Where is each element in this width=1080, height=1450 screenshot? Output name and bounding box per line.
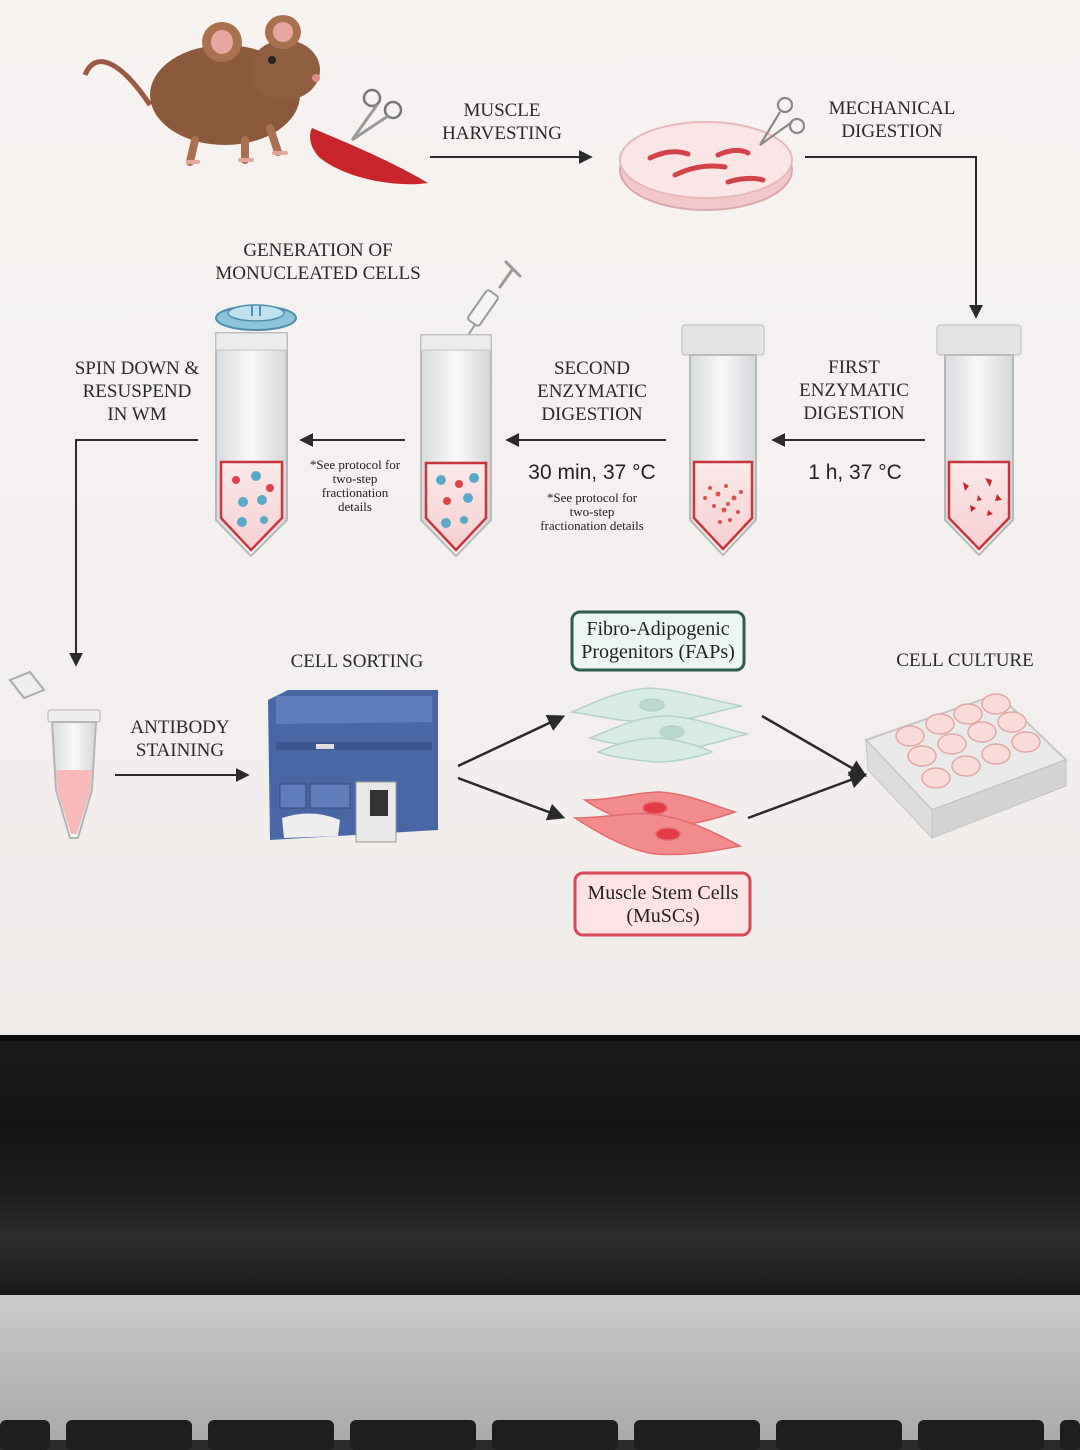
falcon-tube-icon <box>215 332 288 558</box>
second-digestion-label-2: ENZYMATIC <box>537 381 647 402</box>
eppendorf-tube-icon <box>8 670 101 839</box>
second-note-3: fractionation details <box>540 518 644 533</box>
second-note-2: two-step <box>570 504 615 519</box>
muscle-icon <box>310 128 428 185</box>
spin-down-label-1: SPIN DOWN & <box>75 358 200 379</box>
keyboard-key <box>1060 1420 1080 1450</box>
workflow-diagram: MUSCLE HARVESTING MECHANICAL DIGESTION F… <box>8 15 1068 937</box>
keyboard-key <box>208 1420 334 1450</box>
first-digestion-label-2: ENZYMATIC <box>799 380 909 401</box>
cell-sorter-icon <box>268 690 438 843</box>
left-note-2: two-step <box>333 471 378 486</box>
arrow-sorter-to-faps <box>457 715 566 768</box>
keyboard-key <box>918 1420 1044 1450</box>
cell-sorting-label: CELL SORTING <box>291 651 424 672</box>
generation-label-1: GENERATION OF <box>243 240 392 261</box>
arrow-dish-to-tube <box>805 156 983 319</box>
arrow-spin-to-eppendorf <box>69 439 198 667</box>
muscle-harvesting-label-2: HARVESTING <box>442 123 562 144</box>
left-note-1: *See protocol for <box>310 457 401 472</box>
keyboard-key <box>350 1420 476 1450</box>
mouse-icon <box>82 15 320 166</box>
muscs-label-2: (MuSCs) <box>626 905 699 927</box>
second-note-1: *See protocol for <box>547 490 638 505</box>
laptop-keyboard-deck <box>0 1295 1080 1440</box>
scissors-icon <box>350 88 403 142</box>
antibody-staining-label-2: STAINING <box>136 740 224 761</box>
faps-box <box>570 610 746 672</box>
left-note-3: fractionation <box>322 485 389 500</box>
monitor-screen: MUSCLE HARVESTING MECHANICAL DIGESTION F… <box>0 0 1080 1035</box>
cell-culture-label: CELL CULTURE <box>896 650 1033 671</box>
mechanical-digestion-label-1: MECHANICAL <box>829 98 956 119</box>
spin-down-label-2: RESUSPEND <box>83 381 192 402</box>
faps-label-1: Fibro-Adipogenic <box>586 618 729 640</box>
second-digestion-time: 30 min, 37 °C <box>528 461 655 484</box>
antibody-staining-label-1: ANTIBODY <box>130 717 229 738</box>
first-digestion-time: 1 h, 37 °C <box>808 461 902 484</box>
muscle-harvesting-label-1: MUSCLE <box>463 100 540 121</box>
falcon-tube-icon <box>420 334 492 558</box>
keyboard-key <box>492 1420 618 1450</box>
falcon-tube-icon <box>681 324 765 557</box>
musc-cells-icon <box>572 791 743 856</box>
filter-cap-icon <box>215 304 297 331</box>
mechanical-digestion-label-2: DIGESTION <box>841 121 943 142</box>
second-digestion-label-3: DIGESTION <box>541 404 643 425</box>
muscs-box <box>573 871 752 937</box>
faps-label-2: Progenitors (FAPs) <box>581 641 735 663</box>
fap-cells-icon <box>569 687 749 763</box>
keyboard-key <box>0 1420 50 1450</box>
keyboard-key <box>66 1420 192 1450</box>
well-plate-icon <box>864 692 1068 840</box>
monitor-bezel <box>0 1035 1080 1295</box>
keyboard-key <box>776 1420 902 1450</box>
generation-label-2: MONUCLEATED CELLS <box>215 263 420 284</box>
keyboard-key <box>634 1420 760 1450</box>
second-digestion-label-1: SECOND <box>554 358 630 379</box>
spin-down-label-3: IN WM <box>107 404 166 425</box>
first-digestion-label-1: FIRST <box>828 357 880 378</box>
first-digestion-label-3: DIGESTION <box>803 403 905 424</box>
falcon-tube-icon <box>936 324 1022 557</box>
arrow-faps-to-culture <box>761 714 868 777</box>
muscs-label-1: Muscle Stem Cells <box>587 882 738 904</box>
petri-dish-icon <box>619 96 806 211</box>
left-note-4: details <box>338 499 372 514</box>
arrow-muscs-to-culture <box>747 771 868 820</box>
arrow-sorter-to-muscs <box>457 776 566 821</box>
